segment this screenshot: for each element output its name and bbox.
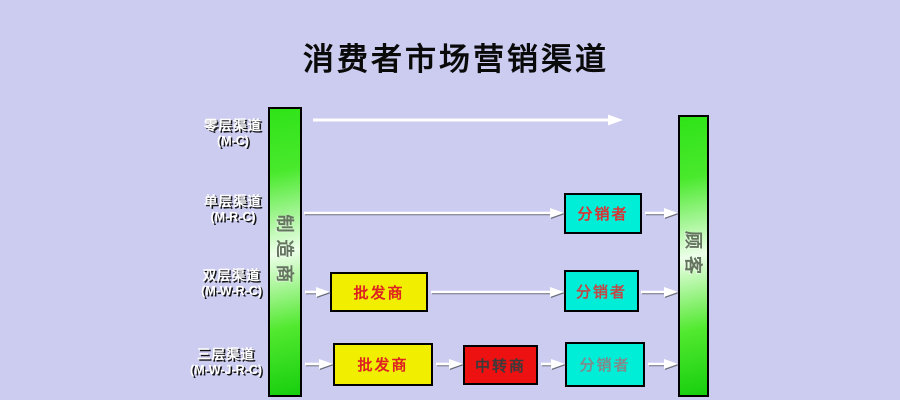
flow-arrow-row4-to-customer (648, 359, 678, 369)
flow-arrow-row3-to-customer (641, 287, 678, 297)
row-label-name: 单层渠道 (204, 194, 262, 209)
flow-arrow-row4-to-distributor (541, 359, 565, 369)
slide-title: 消费者市场营销渠道 (303, 42, 609, 77)
box-distributor-row3: 分销者 (564, 270, 639, 312)
box-wholesaler-row3: 批发商 (330, 272, 428, 312)
row-label-name: 双层渠道 (202, 268, 261, 283)
row-label-three-level: 三层渠道 (M-W-J-R-C) (190, 347, 262, 378)
row-label-code: (M-W-R-C) (201, 284, 262, 298)
flow-arrow-row1-direct (313, 114, 623, 126)
flow-arrow-row3-to-distributor (431, 287, 564, 297)
flow-arrow-row2-to-distributor (304, 208, 564, 218)
row-label-two-level: 双层渠道 (M-W-R-C) (201, 268, 262, 299)
flow-arrow-row2-to-customer (645, 208, 678, 218)
row-label-code: (M-R-C) (210, 210, 256, 224)
row-label-code: (M-C) (217, 134, 249, 148)
flow-arrow-row4-to-wholesaler (305, 359, 333, 369)
row-label-name: 三层渠道 (197, 347, 256, 362)
box-wholesaler-row4: 批发商 (333, 343, 433, 386)
manufacturer-bar: 制造商 (268, 107, 302, 397)
box-distributor-row2: 分销者 (564, 193, 642, 234)
row-label-name: 零层渠道 (204, 118, 262, 133)
row-label-code: (M-W-J-R-C) (190, 363, 262, 377)
row-label-zero-level: 零层渠道 (M-C) (204, 118, 262, 149)
flow-arrow-row4-to-jobber (436, 359, 463, 369)
box-distributor-row4: 分销者 (565, 342, 645, 387)
row-label-one-level: 单层渠道 (M-R-C) (204, 194, 262, 225)
flow-arrow-row3-to-wholesaler (305, 287, 330, 297)
box-jobber-row4: 中转商 (463, 345, 538, 385)
customer-bar: 顾客 (678, 115, 709, 397)
